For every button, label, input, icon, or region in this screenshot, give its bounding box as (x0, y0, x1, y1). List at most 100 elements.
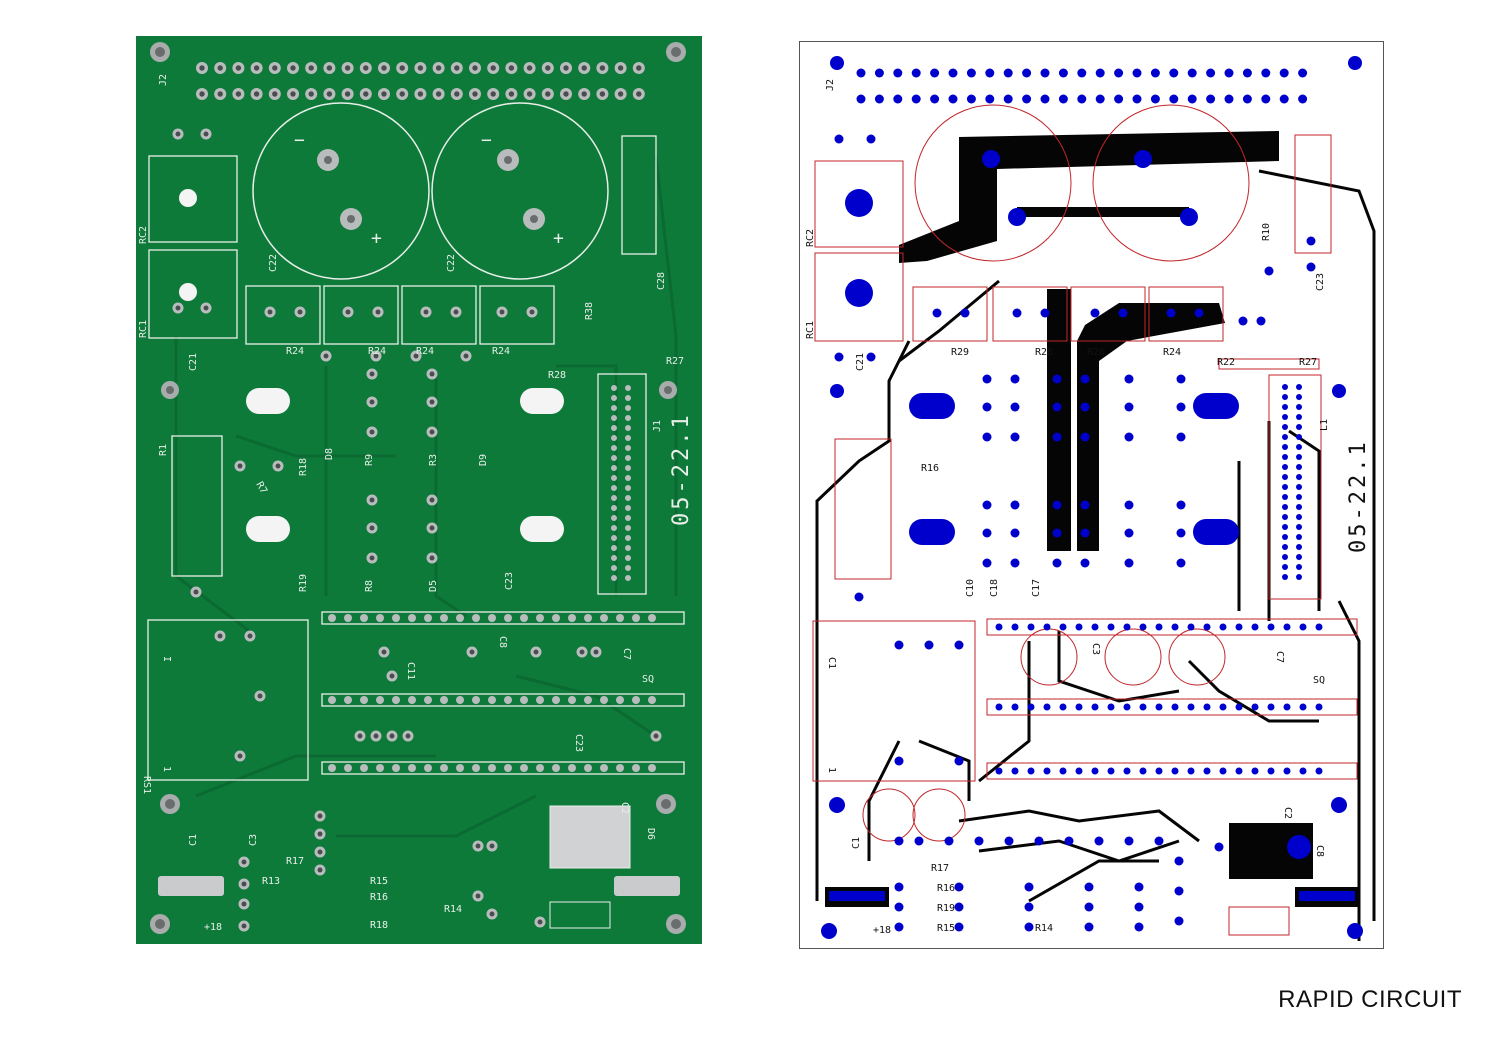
layout-j1-pad (1282, 434, 1288, 440)
component-pad-hole (381, 649, 387, 655)
layout-via (1194, 308, 1204, 318)
connector-pad (568, 764, 576, 772)
layout-via (954, 902, 964, 912)
layout-header-pad (1169, 68, 1179, 78)
component-pad-hole (389, 733, 395, 739)
connector-pad (376, 696, 384, 704)
connector-pad (504, 614, 512, 622)
connector-pad (392, 614, 400, 622)
label-c22a: C22 (268, 254, 279, 272)
connector-pad (376, 614, 384, 622)
layout-via (1256, 316, 1266, 326)
layout-header-pad (1132, 68, 1142, 78)
layout-j1-pad (1296, 504, 1302, 510)
header-pad-hole (472, 65, 478, 71)
layout-via (1124, 402, 1134, 412)
component-pad-hole (317, 849, 323, 855)
layout-header-pad (930, 68, 940, 78)
label-c2: C2 (619, 802, 630, 814)
connector-pad (648, 764, 656, 772)
layout-via (954, 756, 964, 766)
connector-pad (360, 614, 368, 622)
component-pad-hole (405, 733, 411, 739)
heatsink-tabs (158, 805, 680, 929)
component-pad-hole (375, 309, 381, 315)
layout-j1-pad (1296, 474, 1302, 480)
header-pad-hole (290, 91, 296, 97)
label-d5: D5 (428, 580, 439, 592)
layout-via (1176, 374, 1186, 384)
component-pad-hole (247, 633, 253, 639)
layout-via (1024, 902, 1034, 912)
connector-pad (392, 696, 400, 704)
green-pcb-svg: −+ −+ J2 C22 C22 RC2 RC1 C21 (136, 36, 702, 944)
layout-via (866, 352, 876, 362)
layout-via (974, 836, 984, 846)
layout-via (1080, 558, 1090, 568)
component-pads (172, 128, 662, 932)
j1-pad (611, 515, 617, 521)
component-pad-hole (489, 911, 495, 917)
layout-via (1124, 528, 1134, 538)
layout-j1-pad (1296, 424, 1302, 430)
header-pad-hole (217, 91, 223, 97)
j1-pad (611, 445, 617, 451)
connector-pad (520, 764, 528, 772)
layout-label-c21: C21 (855, 353, 866, 371)
layout-via (1080, 500, 1090, 510)
layout-connector-pad (1299, 767, 1307, 775)
layout-via (1306, 236, 1316, 246)
layout-j1-pad (1282, 564, 1288, 570)
pcb-layout-drawing: J2 RC2 RC1 C21 R29 R28 R26 R24 R10 C23 R… (799, 41, 1384, 949)
layout-via (1176, 558, 1186, 568)
layout-header-pad (893, 94, 903, 104)
layout-via (954, 922, 964, 932)
layout-j1-pad (1296, 544, 1302, 550)
layout-via (854, 592, 864, 602)
connector-pad (568, 614, 576, 622)
svg-text:−: − (294, 130, 305, 151)
component-pad-hole (653, 733, 659, 739)
connector-pad (536, 764, 544, 772)
layout-j1-pad (1282, 554, 1288, 560)
layout-j1-pad (1296, 454, 1302, 460)
connector-pad (360, 764, 368, 772)
layout-label-j2: J2 (825, 79, 836, 91)
header-pad-hole (344, 65, 351, 71)
layout-connector-pad (1059, 703, 1067, 711)
layout-label-c2: C2 (1282, 807, 1293, 819)
j1-pad (611, 575, 617, 581)
component-pad-hole (469, 649, 475, 655)
layout-connector-pad (1299, 623, 1307, 631)
header-pad-hole (508, 65, 515, 71)
layout-connector-pad (1283, 623, 1291, 631)
layout-via (1052, 558, 1062, 568)
label-plus18: +18 (204, 922, 222, 933)
layout-via (1176, 528, 1186, 538)
label-d6: D6 (645, 828, 656, 840)
connector-pad (488, 614, 496, 622)
layout-header-pad (874, 68, 884, 78)
j1-pad (625, 405, 631, 411)
layout-via (1176, 500, 1186, 510)
layout-via (982, 402, 992, 412)
header-pad-hole (508, 91, 515, 97)
layout-label-r15: R15 (937, 923, 955, 934)
header-pad-hole (617, 65, 624, 71)
connector-pad (344, 614, 352, 622)
component-outlines (812, 104, 1358, 936)
connector-pad (440, 696, 448, 704)
layout-header-pad (911, 68, 921, 78)
component-pad-hole (241, 901, 247, 907)
j1-pad (611, 505, 617, 511)
j1-pad (611, 415, 617, 421)
connector-pad (632, 696, 640, 704)
layout-via (1010, 402, 1020, 412)
component-pad-hole (429, 371, 435, 377)
layout-via (1024, 922, 1034, 932)
layout-connector-pad (1251, 767, 1259, 775)
layout-header-pad (1114, 68, 1124, 78)
layout-via (914, 836, 924, 846)
label-c22b: C22 (446, 254, 457, 272)
layout-connector-pad (1091, 703, 1099, 711)
